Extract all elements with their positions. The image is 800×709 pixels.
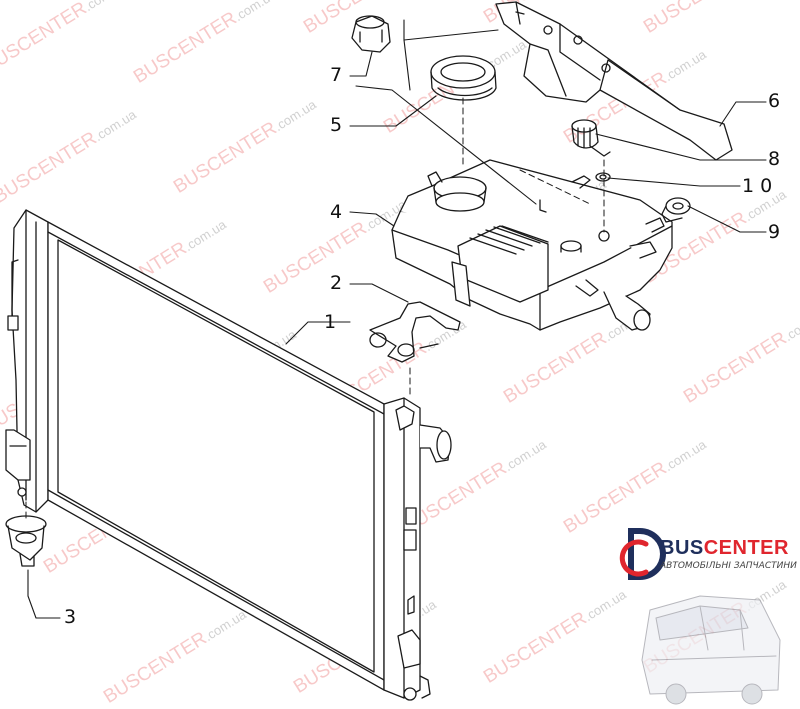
brand-tagline: АВТОМОБІЛЬНІ ЗАПЧАСТИНИ (660, 561, 797, 571)
callout-5: 5 (330, 114, 343, 136)
washer (595, 172, 611, 182)
callout-3: 3 (64, 606, 77, 628)
brand-name-part1: BUS (660, 537, 704, 559)
radiator (5, 209, 452, 701)
callout-8: 8 (768, 148, 781, 170)
callout-10: 1 0 (742, 175, 773, 197)
rubber-bush (661, 197, 691, 223)
grommet (351, 15, 391, 53)
leader-lines (27, 19, 767, 619)
rubber-mount (5, 515, 47, 567)
clip (369, 301, 461, 363)
bus-illustration (641, 595, 781, 705)
brand-logo: BUSCENTER АВТОМОБІЛЬНІ ЗАПЧАСТИНИ (620, 522, 797, 582)
expansion-tank (391, 159, 673, 331)
assembly-axes (25, 97, 605, 519)
callout-9: 9 (768, 221, 781, 243)
brand-logo-mark (619, 528, 666, 580)
filler-cap (430, 55, 497, 101)
callout-7: 7 (330, 64, 343, 86)
callout-1: 1 (324, 311, 337, 333)
brand-name-part2: CENTER (703, 537, 789, 559)
callout-6: 6 (768, 90, 781, 112)
callout-4: 4 (330, 201, 343, 223)
bolt (571, 119, 611, 157)
callout-2: 2 (330, 272, 343, 294)
brand-name: BUSCENTER (660, 537, 789, 560)
bracket (495, 1, 733, 161)
